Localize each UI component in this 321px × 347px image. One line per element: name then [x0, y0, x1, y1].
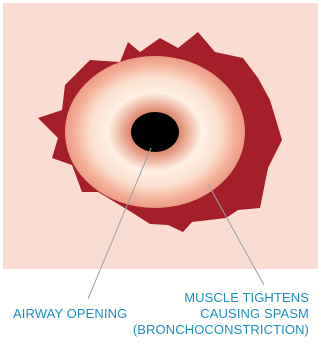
muscle-label-line-1: MUSCLE TIGHTENS	[133, 290, 309, 306]
muscle-label-line-3: (BRONCHOCONSTRICTION)	[133, 322, 309, 338]
muscle-label-line-2: CAUSING SPASM	[133, 306, 309, 322]
airway-opening-label: AIRWAY OPENING	[13, 306, 127, 322]
airway-lumen	[131, 112, 179, 152]
muscle-tightens-label: MUSCLE TIGHTENS CAUSING SPASM (BRONCHOCO…	[133, 290, 309, 338]
